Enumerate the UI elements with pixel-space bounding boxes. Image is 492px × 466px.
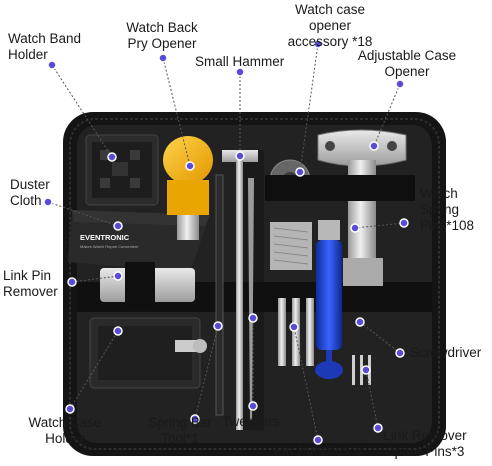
label-watch-back-pry-opener: Watch Back Pry Opener bbox=[126, 20, 198, 51]
spring-pins-box bbox=[270, 222, 312, 270]
label-spring-bar-tool: Spring Bar Tool*1 bbox=[148, 415, 212, 446]
label-watch-case-opener-accessory: Watch case opener accessory *18 bbox=[287, 2, 373, 49]
elastic-strap bbox=[265, 175, 415, 201]
label-tweezers: Tweezers bbox=[222, 414, 280, 429]
label-screwdriver: Screwdriver bbox=[410, 345, 482, 360]
watch-case-holder bbox=[89, 317, 207, 389]
brand-tagline: Makes Watch Repair Convenient bbox=[80, 244, 139, 249]
label-adjustable-case-opener: Adjustable Case Opener bbox=[357, 48, 457, 79]
label-link-remover-spare-pins: Link Remover Spare Pins*3 bbox=[383, 428, 467, 459]
label-pin-punches: Pin Punches*3 bbox=[274, 443, 363, 458]
label-watch-band-holder: Watch Band Holder bbox=[8, 31, 82, 62]
pin-punches bbox=[278, 298, 314, 366]
leader-lines bbox=[47, 43, 405, 441]
link-pin-remover bbox=[100, 262, 195, 308]
brand-name: EVENTRONIC bbox=[80, 233, 130, 242]
label-small-hammer: Small Hammer bbox=[195, 54, 285, 69]
watch-back-pry-opener bbox=[163, 136, 213, 240]
label-duster-cloth: Duster Cloth bbox=[10, 177, 50, 208]
watch-band-holder bbox=[85, 134, 159, 206]
label-watch-case-holder: Watch Case Holder bbox=[28, 415, 102, 446]
blue-screwdriver bbox=[315, 220, 343, 379]
spring-bar-tool bbox=[215, 174, 224, 416]
label-watch-spring-pins: Watch Spring Pins*108 bbox=[420, 186, 475, 233]
label-dots bbox=[43, 39, 409, 445]
label-link-pin-remover: Link Pin Remover bbox=[3, 268, 58, 299]
tweezers bbox=[248, 178, 254, 420]
